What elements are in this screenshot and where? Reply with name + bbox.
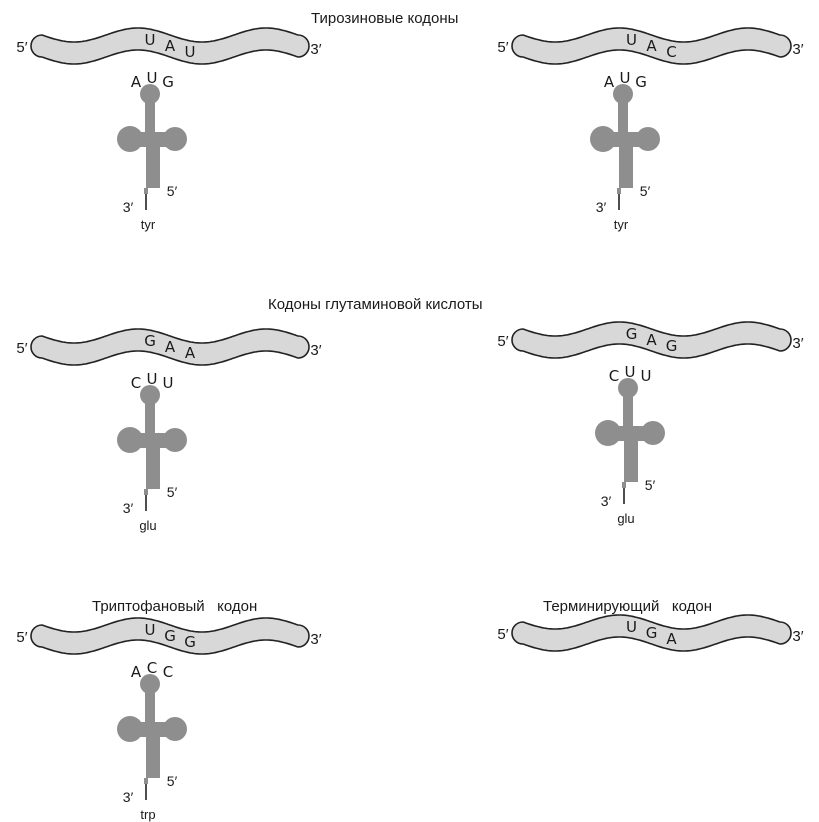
trna-molecule <box>595 378 665 488</box>
codon-letter: G <box>666 337 678 355</box>
trna-3prime-label: 3′ <box>123 789 134 805</box>
trna-stem <box>145 401 155 436</box>
trna-stem <box>145 100 155 135</box>
codon-letter: A <box>165 338 176 356</box>
trna-3prime-label: 3′ <box>601 493 612 509</box>
codon-letter: A <box>666 630 677 648</box>
mrna-5prime-label: 5′ <box>497 39 508 56</box>
trna-molecule <box>117 84 187 194</box>
trna-5prime-label: 5′ <box>645 477 656 493</box>
trna-molecule <box>117 385 187 495</box>
mrna-3prime-label: 3′ <box>310 631 321 648</box>
trna-acceptor-end <box>144 188 148 194</box>
anticodon-letter: C <box>609 367 619 385</box>
anticodon-letter: C <box>147 659 157 677</box>
codon-letter: G <box>626 325 638 343</box>
mrna-5prime-label: 5′ <box>16 39 27 56</box>
trna-acceptor-end <box>144 778 148 784</box>
codon-letter: C <box>666 43 676 61</box>
trna-acceptor-stem <box>146 142 160 188</box>
anticodon-letter: C <box>163 663 173 681</box>
trna-stem <box>623 394 633 429</box>
anticodon-letter: U <box>147 69 158 87</box>
trna-molecule <box>590 84 660 194</box>
mrna-3prime-label: 3′ <box>310 342 321 359</box>
codon-letter: G <box>646 624 658 642</box>
trna-5prime-label: 5′ <box>167 484 178 500</box>
trna-stem <box>145 690 155 725</box>
codon-letter: U <box>145 621 156 639</box>
anticodon-letter: A <box>131 73 142 91</box>
trna-3prime-label: 3′ <box>596 199 607 215</box>
trna-acceptor-stem <box>619 142 633 188</box>
trna-3prime-label: 3′ <box>123 199 134 215</box>
trna-acceptor-stem <box>624 436 638 482</box>
anticodon-letter: C <box>131 374 141 392</box>
amino-acid-label: glu <box>139 518 156 533</box>
amino-acid-label: tyr <box>141 217 156 232</box>
anticodon-letter: U <box>147 370 158 388</box>
mrna-3prime-label: 3′ <box>792 335 803 352</box>
mrna-3prime-label: 3′ <box>792 41 803 58</box>
trna-5prime-label: 5′ <box>640 183 651 199</box>
trna-stem <box>618 100 628 135</box>
trna-acceptor-end <box>622 482 626 488</box>
trna-5prime-label: 5′ <box>167 773 178 789</box>
codon-letter: A <box>185 344 196 362</box>
amino-acid-label: glu <box>617 511 634 526</box>
amino-acid-label: tyr <box>614 217 629 232</box>
codon-letter: U <box>185 43 196 61</box>
mrna-5prime-label: 5′ <box>497 333 508 350</box>
codon-letter: U <box>626 31 637 49</box>
codon-letter: A <box>165 37 176 55</box>
anticodon-letter: G <box>635 73 647 91</box>
mrna-5prime-label: 5′ <box>497 626 508 643</box>
trna-acceptor-stem <box>146 443 160 489</box>
mrna-3prime-label: 3′ <box>310 41 321 58</box>
trna-3prime-label: 3′ <box>123 500 134 516</box>
panel-trp-ugg: 5′3′UGGACC3′5′trp <box>16 618 321 822</box>
mrna-3prime-label: 3′ <box>792 628 803 645</box>
anticodon-letter: U <box>625 363 636 381</box>
trna-molecule <box>117 674 187 784</box>
anticodon-letter: U <box>163 374 174 392</box>
trna-acceptor-end <box>617 188 621 194</box>
trna-acceptor-end <box>144 489 148 495</box>
codon-letter: U <box>626 618 637 636</box>
codon-letter: G <box>184 633 196 651</box>
codon-letter: G <box>144 332 156 350</box>
mrna-5prime-label: 5′ <box>16 629 27 646</box>
mrna-5prime-label: 5′ <box>16 340 27 357</box>
anticodon-letter: A <box>131 663 142 681</box>
codon-letter: A <box>646 331 657 349</box>
codon-letter: U <box>145 31 156 49</box>
anticodon-letter: A <box>604 73 615 91</box>
trna-5prime-label: 5′ <box>167 183 178 199</box>
anticodon-letter: U <box>620 69 631 87</box>
anticodon-letter: G <box>162 73 174 91</box>
trna-acceptor-stem <box>146 732 160 778</box>
amino-acid-label: trp <box>140 807 155 822</box>
codon-letter: A <box>646 37 657 55</box>
anticodon-letter: U <box>641 367 652 385</box>
codon-letter: G <box>164 627 176 645</box>
